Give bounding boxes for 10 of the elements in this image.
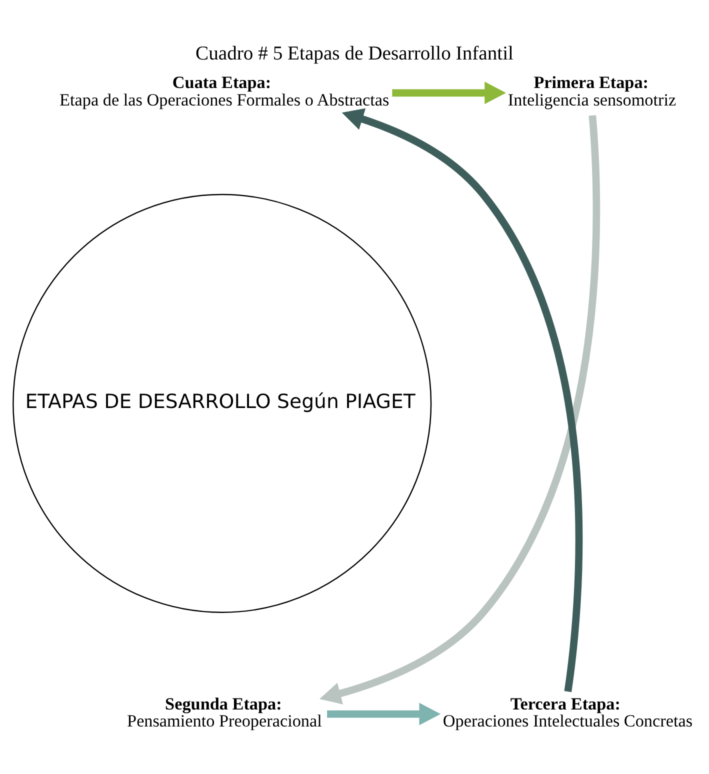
- node-text: Primera Etapa: Inteligencia sensomotriz: [508, 72, 676, 109]
- arrow: [327, 702, 441, 725]
- arrow: [392, 81, 506, 104]
- diagram-title: Cuadro # 5 Etapas de Desarrollo Infantil: [196, 43, 514, 64]
- node-text: Segunda Etapa: Pensamiento Preoperacional: [127, 694, 322, 730]
- arrow: [319, 114, 600, 704]
- node-circle: ETAPAS DE DESARROLLO Según PIAGET: [12, 193, 432, 612]
- arrow: [342, 108, 582, 692]
- node-text: Tercera Etapa: Operaciones Intelectuales Concretas: [442, 694, 693, 730]
- node-text: Cuata Etapa: Etapa de las Operaciones Formales o Abstractas: [60, 72, 390, 109]
